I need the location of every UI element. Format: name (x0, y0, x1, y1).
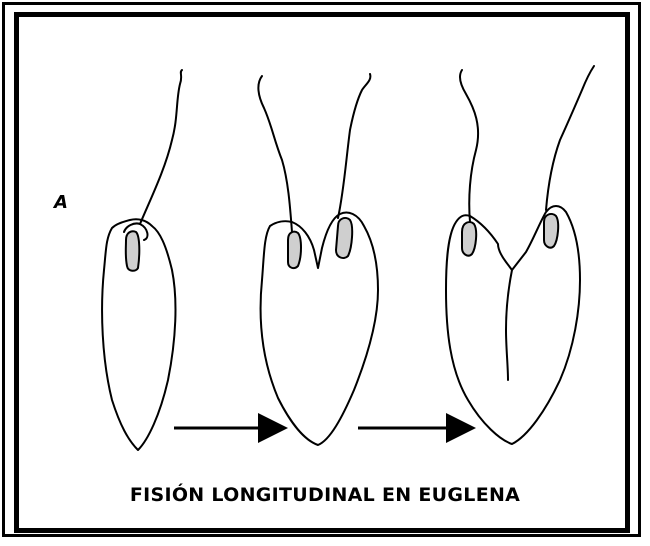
stage-single-cell (102, 70, 182, 450)
flagellum (140, 70, 182, 224)
fission-line (506, 270, 512, 380)
cell-body (261, 213, 378, 446)
eyespot-icon-left (462, 222, 476, 256)
flagellum-left (460, 70, 478, 222)
stage-dividing-cell-early (258, 74, 378, 445)
eyespot-icon-right (336, 218, 352, 258)
flagellum-left (258, 76, 292, 232)
eyespot-icon (126, 231, 140, 271)
flagellum-right (546, 66, 594, 210)
eyespot-icon-right (544, 214, 558, 248)
stage-dividing-cell-late (446, 66, 594, 444)
flagellum-right (338, 74, 370, 218)
panel-label: A (54, 192, 68, 213)
eyespot-icon-left (288, 232, 301, 268)
diagram-caption: FISIÓN LONGITUDINAL EN EUGLENA (0, 484, 650, 506)
